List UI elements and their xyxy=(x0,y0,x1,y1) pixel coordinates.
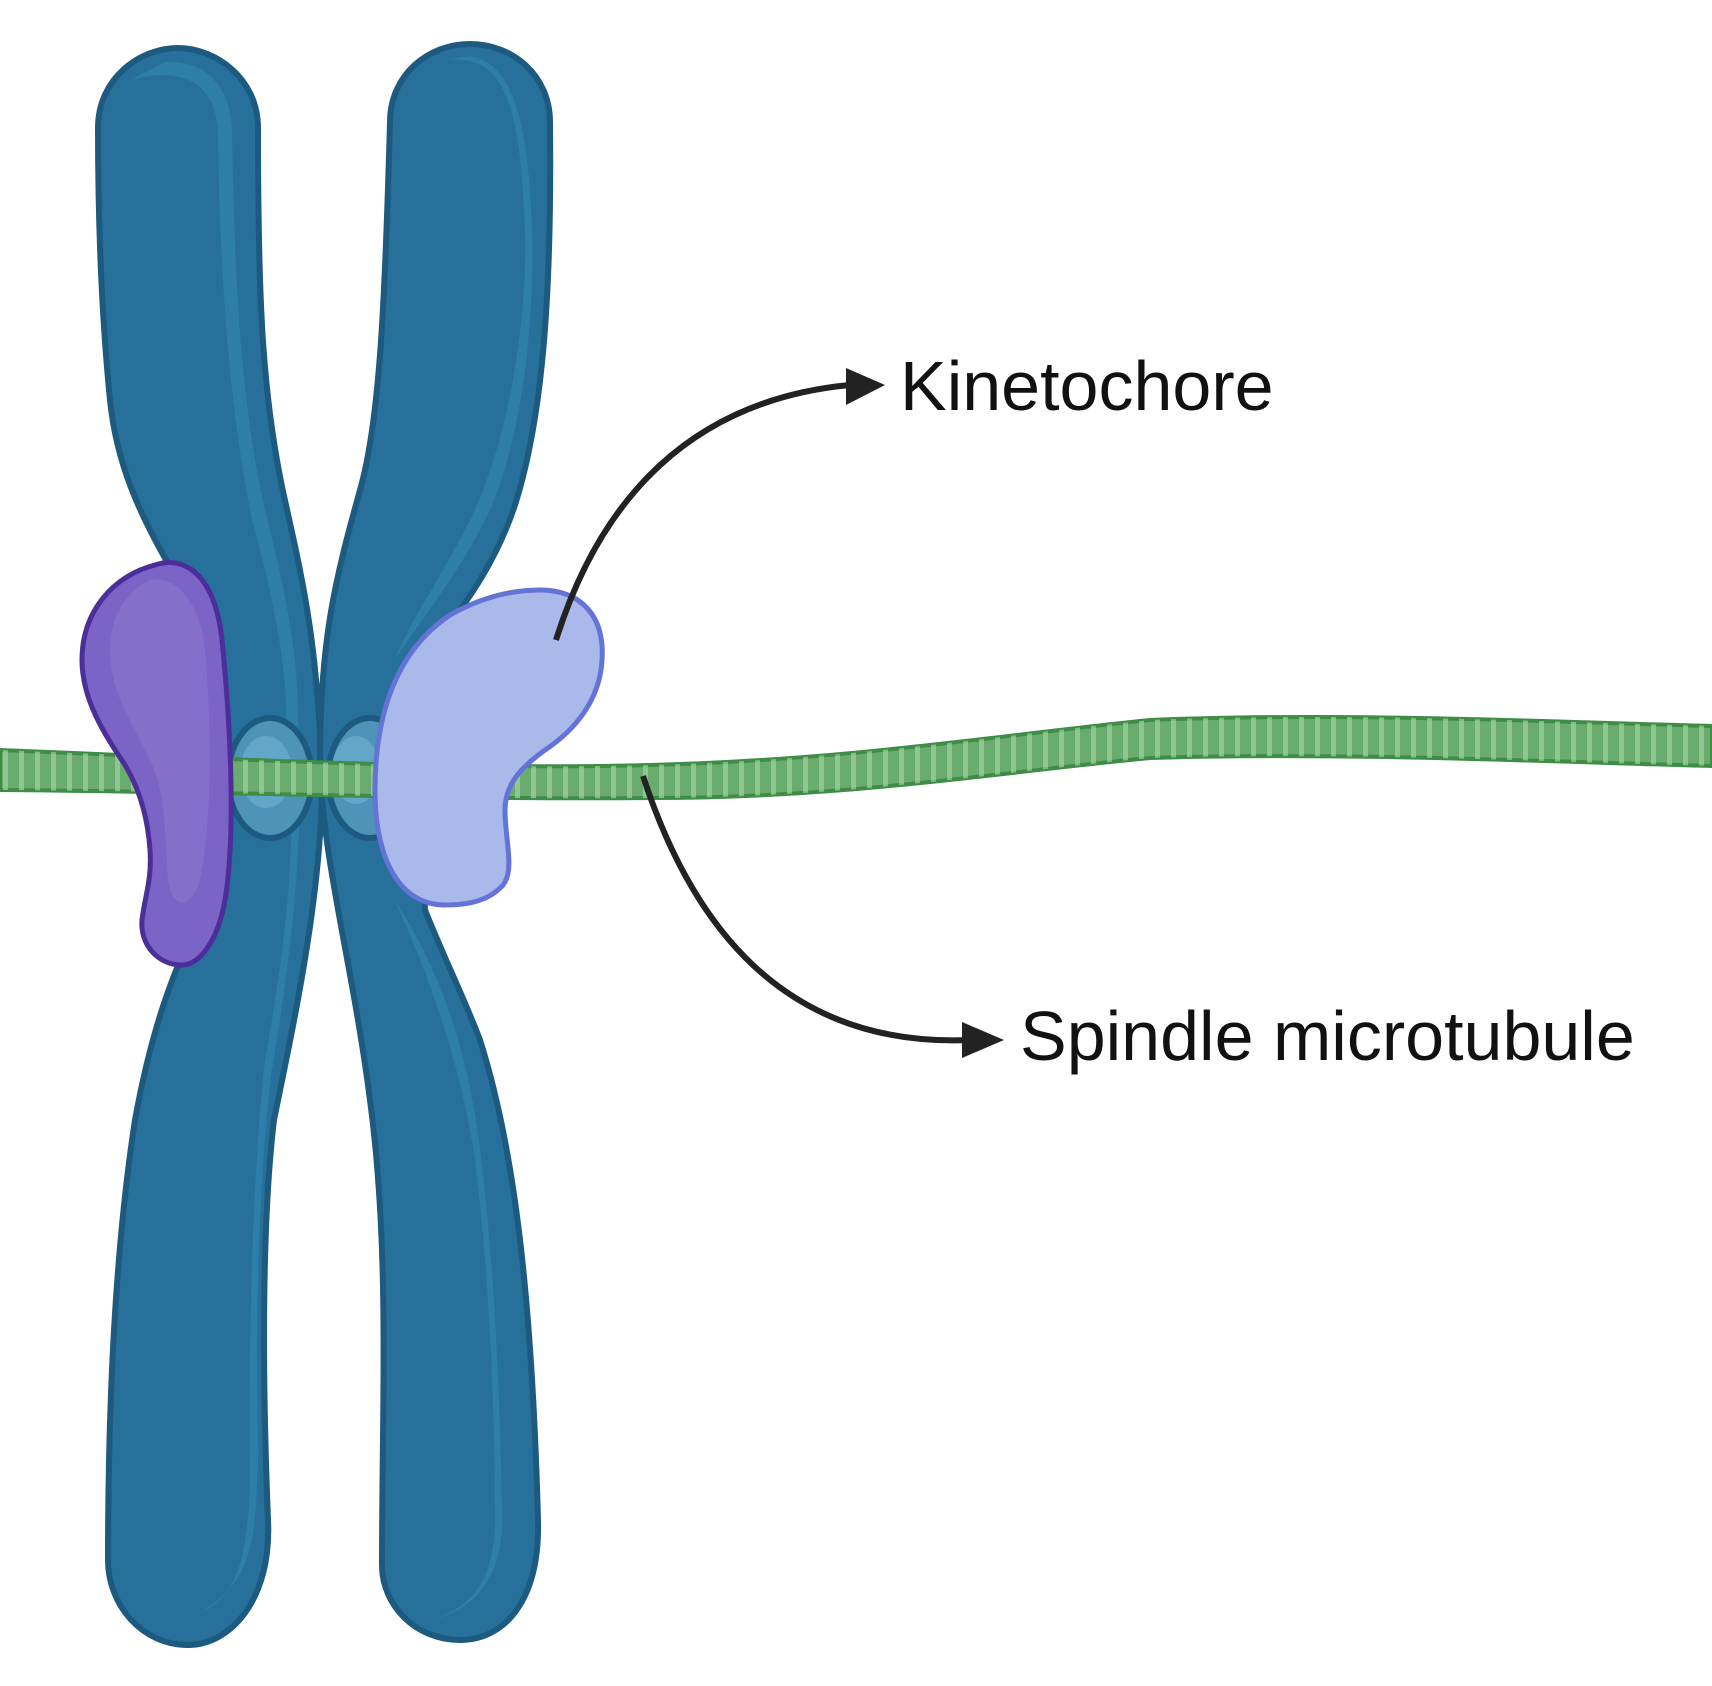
right-kinetochore xyxy=(372,587,605,908)
kinetochore-label: Kinetochore xyxy=(900,347,1274,425)
left-kinetochore xyxy=(79,560,234,968)
kinetochore-arrow xyxy=(553,368,885,641)
spindle-microtubule-label: Spindle microtubule xyxy=(1020,997,1635,1075)
spindle-arrow xyxy=(640,775,1004,1058)
right-chromatid xyxy=(316,40,554,1644)
